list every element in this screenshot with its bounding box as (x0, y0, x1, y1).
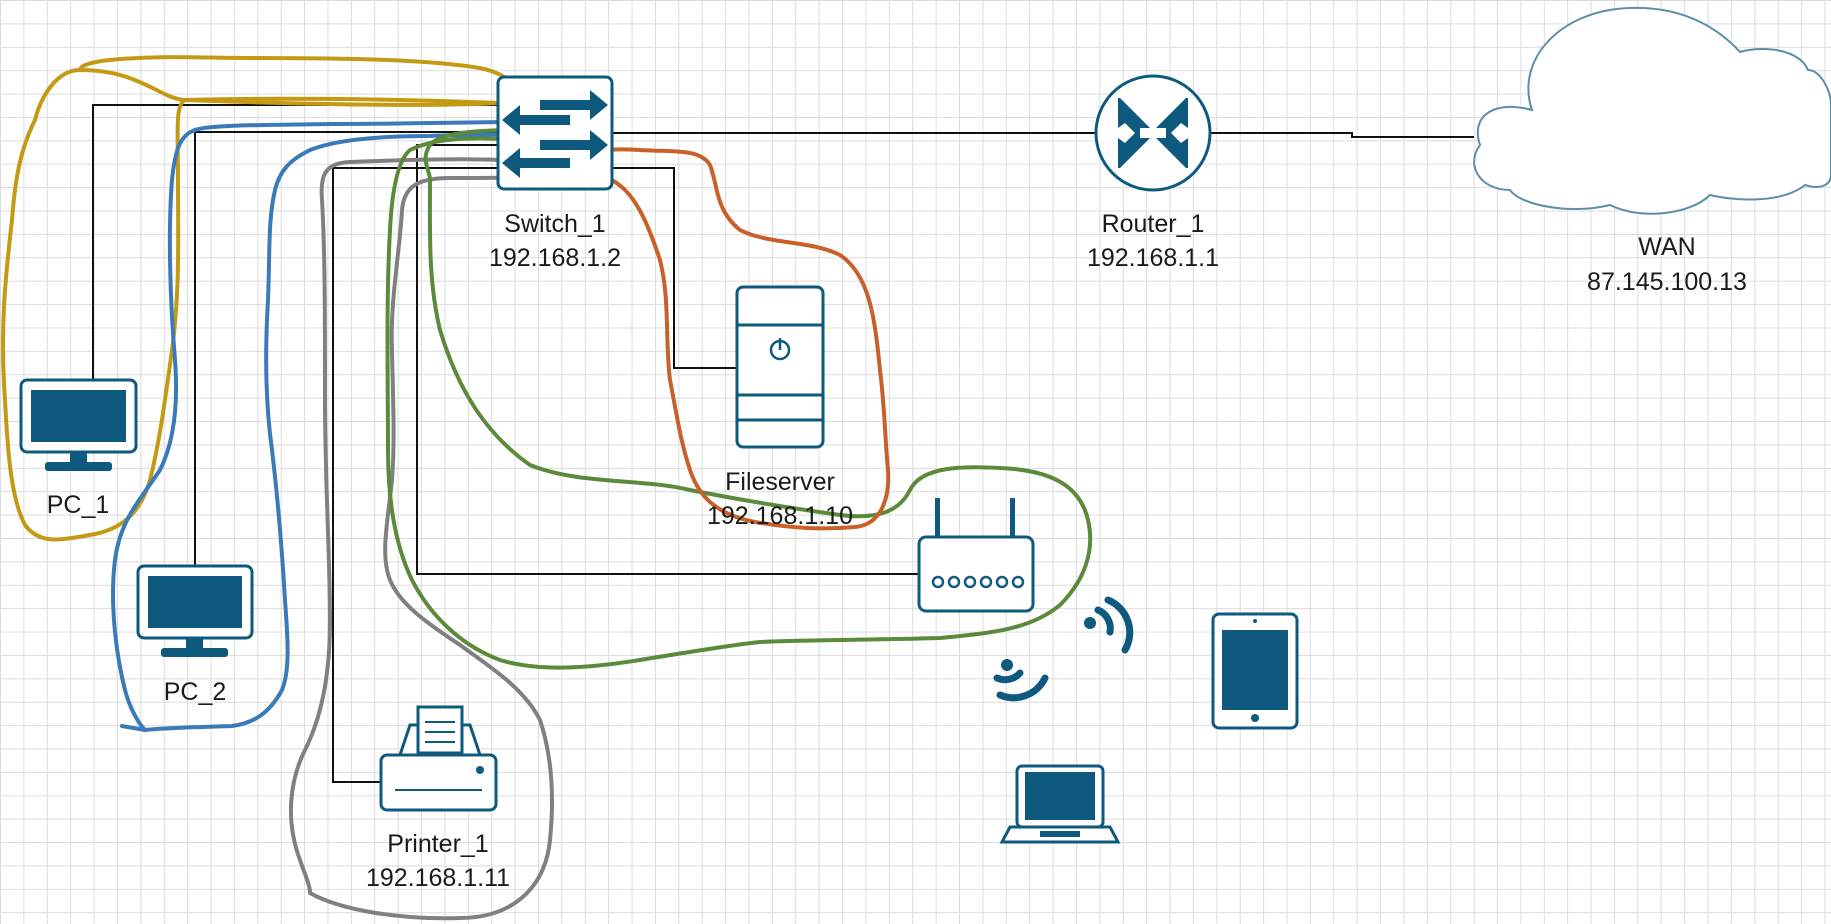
yellow-scribble (0, 55, 525, 542)
router-name-label: Router_1 (1102, 210, 1205, 238)
pc1-node[interactable]: PC_1 (19, 378, 138, 519)
fileserver-node[interactable]: Fileserver 192.168.1.10 (707, 285, 853, 530)
wan-name-label: WAN (1638, 233, 1695, 261)
wire-router-wan[interactable] (1211, 132, 1474, 138)
tablet-node[interactable] (1211, 612, 1299, 730)
wire-printer-switch[interactable] (332, 167, 497, 783)
monitor-icon (136, 564, 254, 657)
wire-fileserver-switch[interactable] (610, 167, 737, 369)
ap-node[interactable] (917, 498, 1035, 613)
wire-pc2-switch[interactable] (194, 131, 497, 565)
laptop-node[interactable] (999, 764, 1121, 844)
switch-name-label: Switch_1 (504, 210, 605, 238)
switch-icon (496, 75, 614, 191)
printer-icon (379, 705, 498, 812)
router-icon (1094, 74, 1212, 192)
switch-ip-label: 192.168.1.2 (489, 244, 621, 272)
wireless-router-icon (917, 498, 1035, 613)
wan-ip-label: 87.145.100.13 (1587, 268, 1747, 296)
switch-node[interactable]: Switch_1 192.168.1.2 (489, 75, 621, 272)
printer-ip-label: 192.168.1.11 (366, 864, 510, 892)
gray-scribble (289, 157, 554, 921)
printer-name-label: Printer_1 (387, 830, 488, 858)
green-scribble (385, 128, 1093, 670)
pc2-node[interactable]: PC_2 (136, 564, 254, 706)
pc2-name-label: PC_2 (164, 678, 227, 706)
pc1-name-label: PC_1 (47, 491, 110, 519)
monitor-icon (19, 378, 138, 471)
laptop-icon (999, 764, 1121, 844)
fileserver-name-label: Fileserver (725, 468, 835, 496)
wire-pc1-switch[interactable] (92, 104, 497, 380)
cloud-icon (1473, 6, 1831, 215)
orange-scribble (579, 147, 891, 531)
router-ip-label: 192.168.1.1 (1087, 244, 1219, 272)
wan-node[interactable]: WAN 87.145.100.13 (1473, 6, 1831, 296)
fileserver-ip-label: 192.168.1.10 (707, 502, 853, 530)
server-icon (735, 285, 825, 449)
tablet-icon (1211, 612, 1299, 730)
printer-node[interactable]: Printer_1 192.168.1.11 (366, 705, 510, 892)
wifi-signal-icon (993, 596, 1134, 702)
router-node[interactable]: Router_1 192.168.1.1 (1087, 74, 1219, 272)
wire-ap-switch[interactable] (416, 144, 925, 575)
